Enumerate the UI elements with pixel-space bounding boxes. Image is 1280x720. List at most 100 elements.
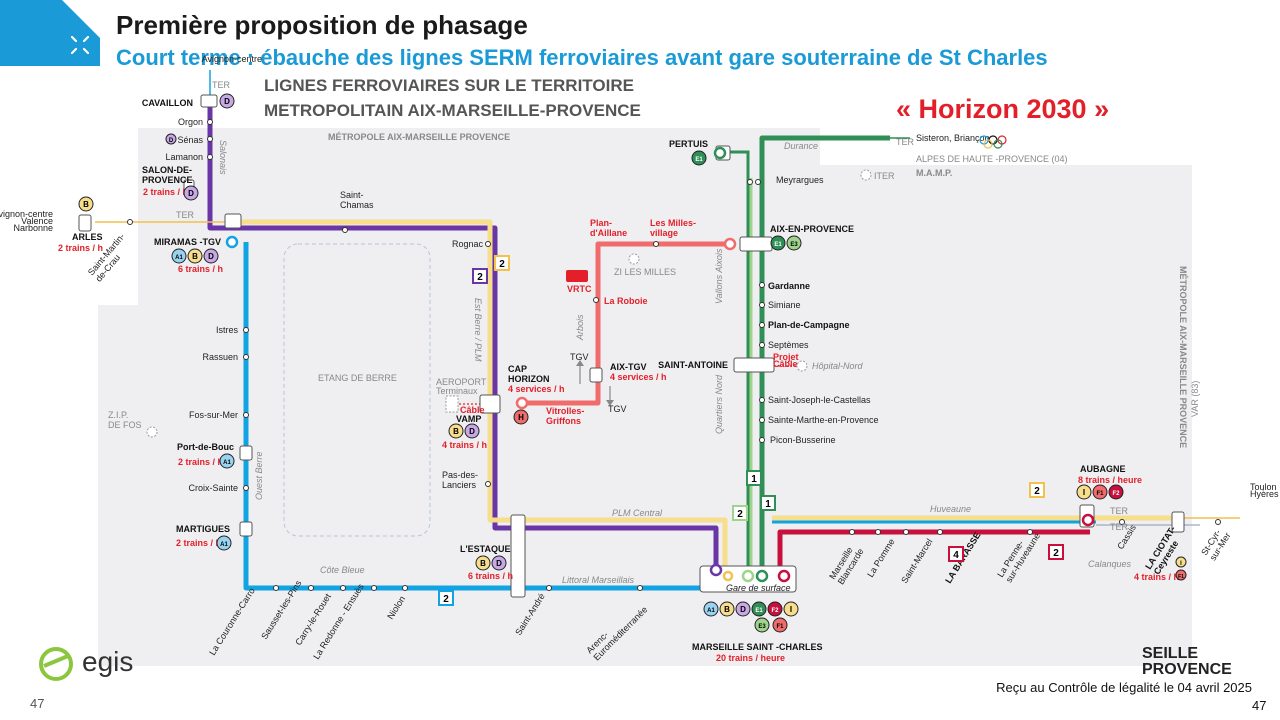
freq-martigues: 2 trains / h (176, 538, 221, 548)
station-plan-campagne: Plan-de-Campagne (768, 320, 850, 330)
egis-logo: egis (36, 644, 136, 684)
badge-h-vitrolles: H (518, 413, 524, 422)
line-green (759, 135, 890, 575)
station-istres: Istres (216, 325, 239, 335)
freq-vamp: 4 trains / h (442, 440, 487, 450)
line-yellow (232, 219, 728, 575)
badge-i-marseille: I (790, 605, 792, 614)
station-plan-aillane: Plan-d'Aillane (590, 218, 627, 238)
station-aubagne: AUBAGNE (1080, 464, 1126, 474)
badge-f1-marseille: F1 (776, 624, 784, 630)
line-crimson (777, 529, 1090, 575)
line-name-cote-bleue: Côte Bleue (320, 565, 365, 575)
olympic-rings-icon (979, 135, 1007, 149)
label-ter-4: TER (896, 137, 915, 147)
line-name-calanques: Calanques (1088, 559, 1132, 569)
line-name-arbois: Arbois (575, 314, 585, 341)
label-ter-1: TER (1110, 506, 1129, 516)
panel-title-1: LIGNES FERROVIAIRES SUR LE TERRITOIRE (264, 76, 634, 95)
station-cavaillon: CAVAILLON (142, 98, 193, 108)
badge-f1-la-ciotat: F1 (1178, 574, 1184, 580)
station-miramas: MIRAMAS -TGV (154, 237, 221, 247)
station-gardanne: Gardanne (768, 281, 810, 291)
station-la-roboie: La Roboie (604, 296, 648, 306)
num-1-a: 1 (751, 474, 757, 485)
badge-d-salon: D (188, 189, 194, 198)
line-name-salonais: Salonais (218, 140, 228, 175)
badge-i-la-ciotat: I (1180, 561, 1182, 567)
badge-d-miramas: D (208, 252, 214, 261)
label-terminaux: Terminaux (436, 386, 478, 396)
station-lamanon: Lamanon (165, 152, 203, 162)
station-salon: SALON-DE-PROVENCE (142, 165, 193, 185)
num-1-b: 1 (765, 499, 771, 510)
line-name-durance: Durance (784, 141, 818, 151)
line-name-plm-central: PLM Central (612, 508, 663, 518)
badge-a1-port-de-bouc: A1 (223, 460, 231, 466)
station-rassuen: Rassuen (202, 352, 238, 362)
label-tgv-2: TGV (608, 404, 627, 414)
badge-b-arles: B (83, 200, 89, 209)
badge-a1-miramas: A1 (175, 255, 183, 261)
label-sisteron: Sisteron, Briançon (916, 133, 990, 143)
label-aeroport: AEROPORT (436, 377, 487, 387)
egis-wordmark: egis (82, 646, 134, 677)
freq-miramas: 6 trains / h (178, 264, 223, 274)
freq-port-de-bouc: 2 trains / h (178, 457, 223, 467)
line-name-est-berre: Est Berre / PLM (473, 298, 483, 362)
station-sainte-marthe: Sainte-Marthe-en-Provence (768, 415, 879, 425)
line-red (520, 241, 732, 406)
station-port-de-bouc: Port-de-Bouc (177, 442, 234, 452)
station-rognac: Rognac (452, 239, 484, 249)
badge-f2-marseille: F2 (771, 608, 779, 614)
label-cable: Câble (460, 405, 485, 415)
station-pertuis: PERTUIS (669, 139, 708, 149)
station-orgon: Orgon (178, 117, 203, 127)
badge-d-estaque: D (496, 559, 502, 568)
horizon-title: « Horizon 2030 » (896, 94, 1110, 124)
label-ter-3: TER (176, 210, 195, 220)
station-aix: AIX-EN-PROVENCE (770, 224, 854, 234)
station-simiane: Simiane (768, 300, 801, 310)
station-vamp: VAMP (456, 414, 481, 424)
station-septemes: Septèmes (768, 340, 809, 350)
badge-e3-marseille: E3 (758, 624, 766, 630)
region-iter: ITER (874, 171, 895, 181)
label-ter-5: TER (212, 80, 231, 90)
num-4: 4 (953, 550, 959, 561)
panel-title-2: METROPOLITAIN AIX-MARSEILLE-PROVENCE (264, 101, 641, 120)
station-senas: Sénas (177, 135, 203, 145)
region-zi-milles: ZI LES MILLES (614, 267, 676, 277)
label-ter-2: TER (1110, 522, 1129, 532)
station-martigues: MARTIGUES (176, 524, 230, 534)
freq-arles: 2 trains / h (58, 243, 103, 253)
label-gare-surface: Gare de surface (726, 583, 791, 593)
num-2-c: 2 (443, 594, 449, 605)
slide-subtitle: Court terme : ébauche des lignes SERM fe… (116, 45, 1048, 70)
region-alpes: ALPES DE HAUTE -PROVENCE (04) (916, 154, 1068, 164)
station-croix-sainte: Croix-Sainte (188, 483, 238, 493)
freq-cap-horizon: 4 services / h (508, 384, 565, 394)
num-2-e: 2 (1053, 548, 1059, 559)
region-hopital-nord: Hôpital-Nord (812, 361, 864, 371)
legalite-note: Reçu au Contrôle de légalité le 04 avril… (996, 680, 1252, 695)
num-2-b: 2 (499, 259, 505, 270)
num-2-f: 2 (1034, 486, 1040, 497)
badge-d-senas: D (169, 138, 174, 144)
badge-b-marseille: B (724, 605, 730, 614)
region-mamp: M.A.M.P. (916, 168, 952, 178)
badge-a1-martigues: A1 (220, 542, 228, 548)
badge-e3-aix: E3 (790, 242, 798, 248)
line-name-ouest-berre: Ouest Berre (254, 451, 264, 500)
station-aix-tgv: AIX-TGV (610, 362, 647, 372)
region-metropole: MÉTROPOLE AIX-MARSEILLE PROVENCE (328, 132, 510, 142)
page-number-left: 47 (30, 696, 45, 711)
badge-d-cavaillon: D (224, 97, 230, 106)
region-zip-fos: Z.I.P.DE FOS (108, 410, 142, 430)
num-2-d: 2 (737, 509, 743, 520)
